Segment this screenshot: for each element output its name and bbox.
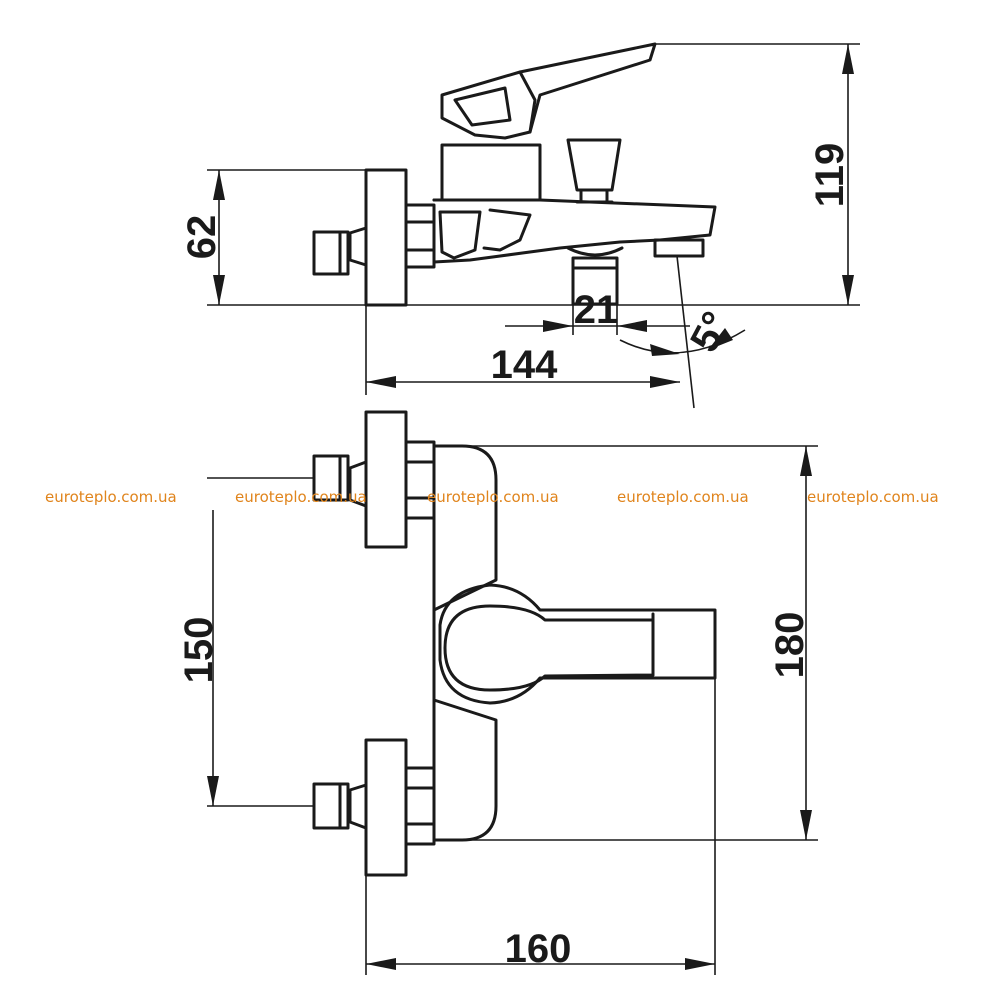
top-view-dimensions bbox=[207, 445, 818, 975]
side-lever-handle bbox=[440, 42, 657, 140]
side-hex-nut bbox=[404, 203, 436, 269]
side-body bbox=[432, 143, 542, 202]
top-upper-hex-nut bbox=[404, 440, 436, 520]
dim-label-144: 144 bbox=[491, 343, 558, 387]
side-diverter-knob bbox=[566, 138, 622, 192]
top-lever-handle bbox=[438, 583, 717, 705]
dim-label-119: 119 bbox=[808, 143, 852, 208]
dim-label-180: 180 bbox=[768, 612, 812, 679]
side-eccentric-connector bbox=[348, 226, 368, 267]
dim-label-160: 160 bbox=[505, 927, 572, 971]
top-lower-flange bbox=[364, 738, 408, 877]
side-wall-flange bbox=[364, 168, 408, 307]
top-upper-flange bbox=[364, 410, 408, 549]
side-view bbox=[312, 42, 717, 307]
top-lower-nipple bbox=[312, 782, 350, 830]
dimension-labels: 119 62 21 5° 144 150 180 160 bbox=[177, 143, 852, 971]
top-handle-cap bbox=[443, 604, 655, 692]
side-eccentric-nipple bbox=[312, 230, 350, 276]
watermark-text: euroteplo.com.ua bbox=[45, 488, 177, 506]
dim-label-150: 150 bbox=[177, 617, 221, 684]
watermark-text: euroteplo.com.ua bbox=[617, 488, 749, 506]
watermark-text: euroteplo.com.ua bbox=[807, 488, 939, 506]
side-view-dimensions bbox=[207, 43, 860, 409]
watermark-text: euroteplo.com.ua bbox=[235, 488, 367, 506]
top-lower-hex-nut bbox=[404, 766, 436, 846]
watermark-text: euroteplo.com.ua bbox=[427, 488, 559, 506]
dim-label-21: 21 bbox=[574, 288, 619, 332]
dim-label-62: 62 bbox=[180, 215, 224, 260]
top-view bbox=[312, 410, 717, 877]
side-aerator bbox=[571, 256, 619, 306]
side-spout-outlet bbox=[653, 238, 705, 258]
